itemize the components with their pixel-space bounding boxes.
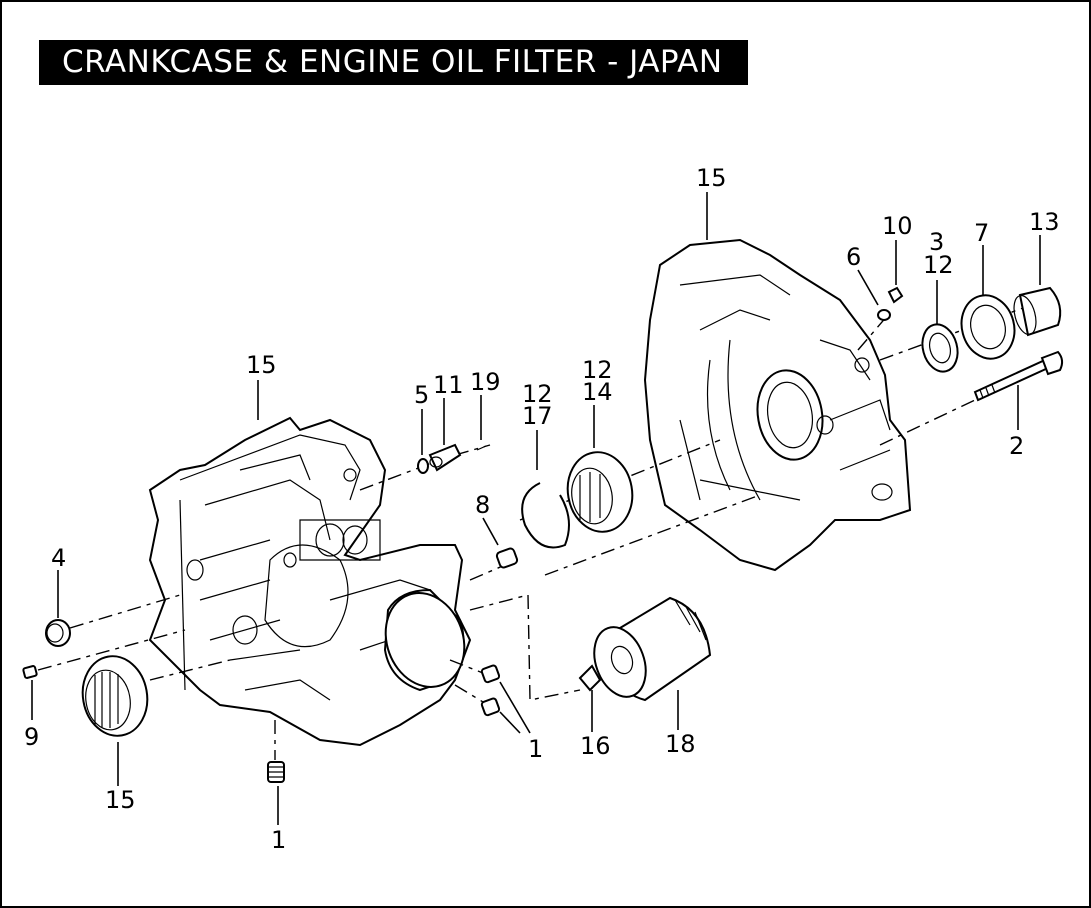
callout-11: 11 — [433, 371, 464, 399]
callout-2: 2 — [1009, 432, 1024, 460]
bearing-14 — [566, 451, 634, 533]
dowel-8 — [495, 547, 519, 569]
callout-15-right: 15 — [696, 164, 727, 192]
callout-labels: 15 10 3 7 13 6 12 2 15 5 11 19 12 17 12 … — [24, 164, 1060, 854]
oring-5-gear-11-screw-19 — [417, 443, 487, 474]
callout-3: 3 — [929, 228, 944, 256]
dowel-9 — [22, 665, 38, 679]
callout-12-right: 12 — [923, 251, 954, 279]
callout-4: 4 — [51, 544, 66, 572]
callout-15-left-top: 15 — [246, 351, 277, 379]
callout-6: 6 — [846, 243, 861, 271]
callout-18: 18 — [665, 730, 696, 758]
washer-3-seal-7-spacer-13 — [921, 286, 1062, 373]
plugs-1-right — [480, 664, 501, 717]
callout-5: 5 — [414, 381, 429, 409]
callout-17: 17 — [522, 402, 553, 430]
plug-1-bottom — [267, 761, 285, 783]
retaining-ring-17 — [521, 482, 570, 549]
callout-19: 19 — [470, 368, 501, 396]
callout-16: 16 — [580, 732, 611, 760]
bearing-4 — [45, 619, 71, 647]
leader-lines — [31, 192, 1041, 825]
callout-1-bottom: 1 — [271, 826, 286, 854]
right-crankcase-half — [643, 238, 912, 572]
oil-filter-18 — [593, 596, 712, 702]
callout-1-right: 1 — [528, 735, 543, 763]
callout-15-bottom: 15 — [105, 786, 136, 814]
callout-12-a: 12 — [522, 380, 553, 408]
callout-13: 13 — [1029, 208, 1060, 236]
callout-9: 9 — [24, 723, 39, 751]
nipple-16 — [578, 664, 602, 692]
callout-12-b: 12 — [582, 356, 613, 384]
diagram-title: CRANKCASE & ENGINE OIL FILTER - JAPAN — [62, 44, 723, 80]
callout-10: 10 — [882, 212, 913, 240]
left-crankcase-half — [148, 416, 472, 747]
callout-14: 14 — [582, 378, 613, 406]
callout-8: 8 — [475, 491, 490, 519]
bolt-2 — [973, 350, 1064, 402]
callout-7: 7 — [974, 219, 989, 247]
title-bar: CRANKCASE & ENGINE OIL FILTER - JAPAN — [39, 40, 748, 85]
valve-6-plug-10 — [877, 286, 904, 321]
bearing-15-left — [81, 655, 149, 737]
